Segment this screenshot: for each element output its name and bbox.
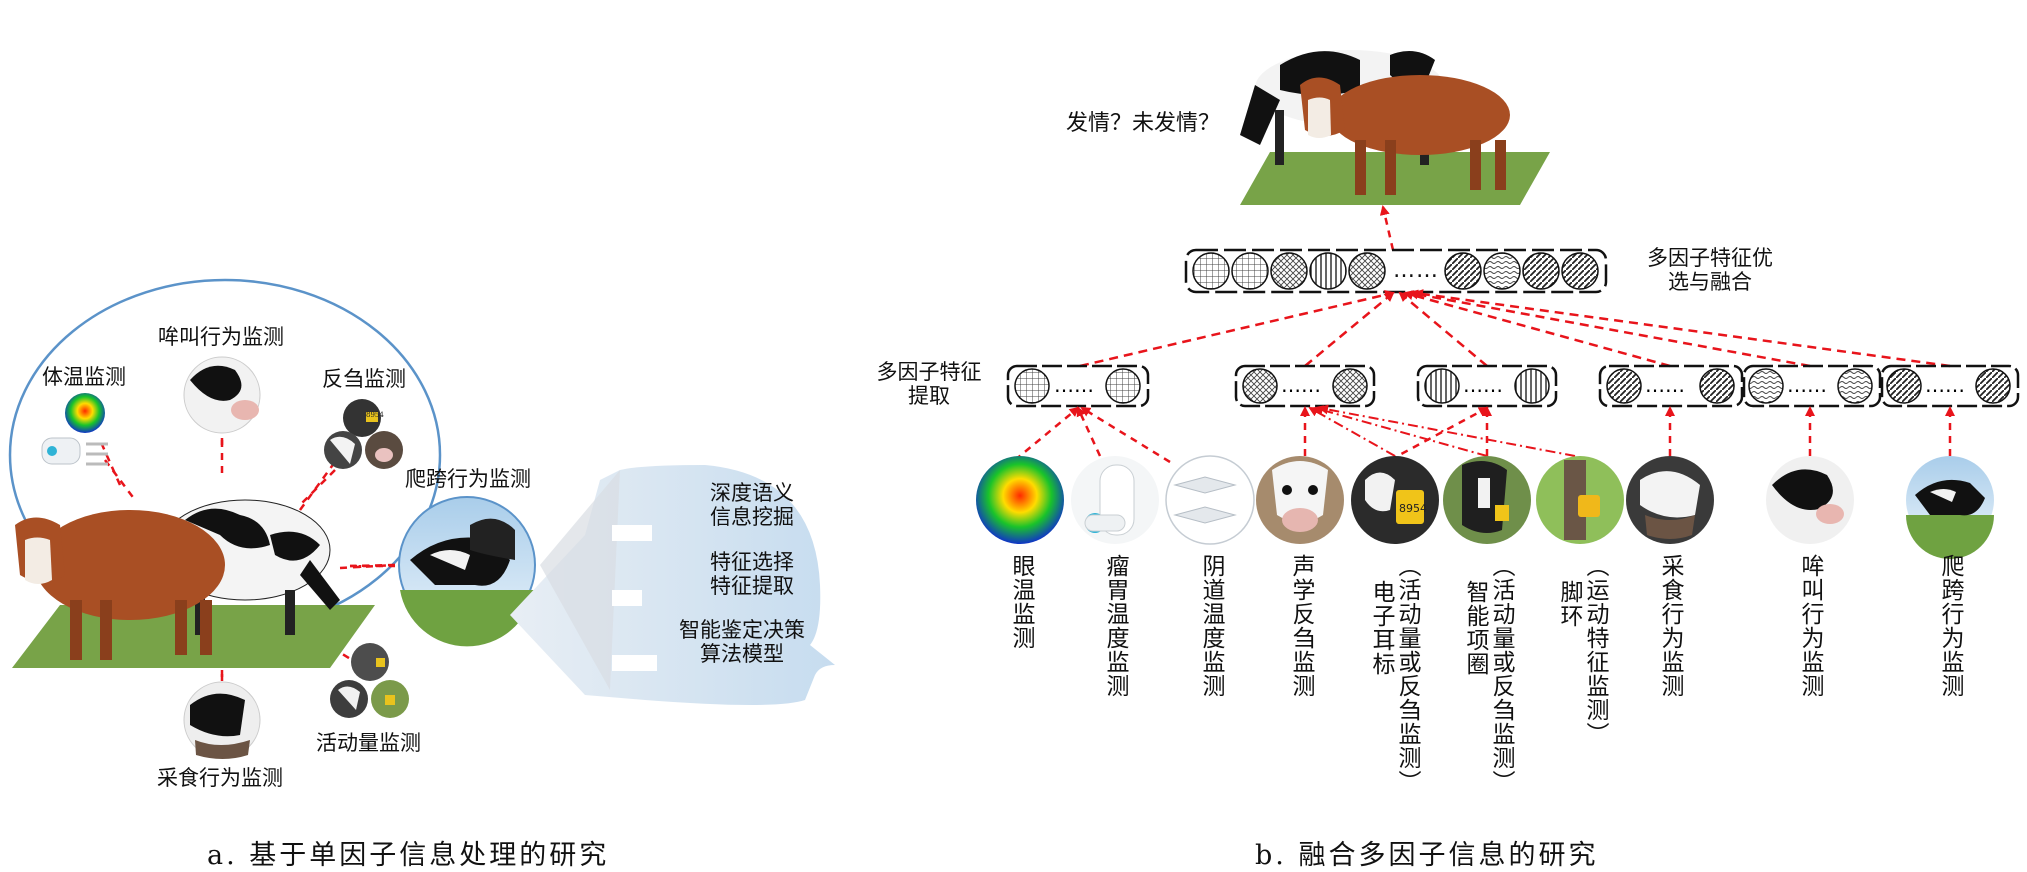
svg-text:……: ……	[1787, 373, 1827, 397]
ear-tag-photo: 8954	[1351, 456, 1439, 544]
left-panel	[8, 278, 835, 759]
activity-photos	[330, 643, 409, 718]
sensor-label-eye-temp: 眼温监测	[1008, 554, 1034, 650]
vocal-behavior-photo	[1766, 456, 1854, 544]
label-body-temp: 体温监测	[42, 365, 126, 389]
thermal-image-small	[65, 393, 105, 433]
label-vocal-behavior: 哞叫行为监测	[158, 325, 284, 349]
label-activity: 活动量监测	[316, 731, 421, 755]
label-rumination: 反刍监测	[322, 367, 406, 391]
label-mounting-behavior: 爬跨行为监测	[405, 467, 531, 491]
mounting-cows-photo	[398, 496, 536, 647]
svg-text:……: ……	[1393, 258, 1439, 283]
feature-group-temperature: ……	[1006, 364, 1150, 408]
right-panel: …… …… ……	[976, 50, 2020, 559]
sensor-label-leg-band-note: （运动特征监测）	[1582, 554, 1608, 746]
brown-cow-left	[15, 510, 225, 660]
caption-left: a. 基于单因子信息处理的研究	[207, 840, 610, 871]
feeding-behavior-photo	[1626, 456, 1714, 544]
leg-band-photo	[1536, 456, 1624, 544]
label-feeding-behavior: 采食行为监测	[157, 766, 283, 790]
feature-group-acoustic: ……	[1234, 364, 1376, 408]
ear-tag-number: 8954	[1399, 502, 1427, 515]
vaginal-sensor-photo	[1165, 455, 1255, 545]
sensor-to-group-arrows	[1014, 406, 1955, 464]
feature-group-activity: ……	[1416, 364, 1558, 408]
head-text-semantic: 深度语义 信息挖掘	[710, 481, 794, 529]
fusion-feature-vector: ……	[1184, 248, 1608, 294]
spoke-rumination	[299, 469, 336, 506]
grass-field-left	[12, 605, 375, 668]
sensor-label-feeding: 采食行为监测	[1657, 554, 1683, 698]
vocal-cow-photo	[183, 356, 261, 434]
sensor-label-mounting: 爬跨行为监测	[1937, 554, 1963, 698]
mounting-behavior-photo	[1906, 456, 1994, 559]
fusion-to-result-arrow	[1379, 205, 1395, 251]
sensor-label-rumen-temp: 瘤胃温度监测	[1102, 554, 1128, 698]
sensor-label-ear-tag: 电子耳标	[1368, 580, 1394, 676]
feature-group-feeding: ……	[1598, 364, 1744, 408]
svg-text:……: ……	[1645, 373, 1685, 397]
smart-collar-photo	[1443, 456, 1531, 544]
question-estrus: 发情？未发情？	[1066, 111, 1221, 136]
rumen-bolus-photo	[1071, 456, 1159, 544]
brown-cow-right	[1300, 75, 1510, 195]
sensor-label-acoustic: 声学反刍监测	[1288, 554, 1314, 698]
head-projection-cone	[540, 470, 620, 690]
left-rumination-tag-number: 8954	[366, 411, 384, 419]
svg-text:……: ……	[1925, 373, 1965, 397]
svg-text:……: ……	[1054, 373, 1094, 397]
svg-text:……: ……	[1281, 373, 1321, 397]
sensor-label-ear-tag-note: （活动量或反刍监测）	[1394, 554, 1420, 794]
feeding-cow-photo	[183, 681, 261, 759]
sensor-label-leg-band: 脚环	[1556, 580, 1582, 628]
head-notches	[612, 525, 657, 671]
feature-group-vocal: ……	[1742, 364, 1882, 408]
extraction-label: 多因子特征 提取	[876, 360, 982, 408]
head-text-feature: 特征选择 特征提取	[710, 550, 794, 598]
sensor-label-vaginal-temp: 阴道温度监测	[1198, 554, 1224, 698]
sensor-label-collar: 智能项圈	[1462, 580, 1488, 676]
sensor-label-collar-note: （活动量或反刍监测）	[1488, 554, 1514, 794]
caption-right: b. 融合多因子信息的研究	[1255, 840, 1599, 871]
eye-thermal-photo	[976, 456, 1064, 544]
fusion-label: 多因子特征优 选与融合	[1647, 246, 1773, 294]
temp-sensor-devices	[41, 437, 108, 466]
sensor-to-group-dashdot-arrows	[1308, 404, 1576, 457]
svg-text:……: ……	[1463, 373, 1503, 397]
feature-group-mounting: ……	[1880, 364, 2020, 408]
sensor-label-vocal: 哞叫行为监测	[1797, 554, 1823, 698]
spoke-temp	[104, 459, 136, 501]
acoustic-cow-face-photo	[1256, 456, 1344, 544]
sensor-photos: 8954	[976, 455, 1994, 559]
group-to-fusion-arrows	[1079, 289, 1951, 368]
head-text-decision: 智能鉴定决策 算法模型	[679, 618, 805, 666]
rumination-photos	[324, 399, 403, 469]
